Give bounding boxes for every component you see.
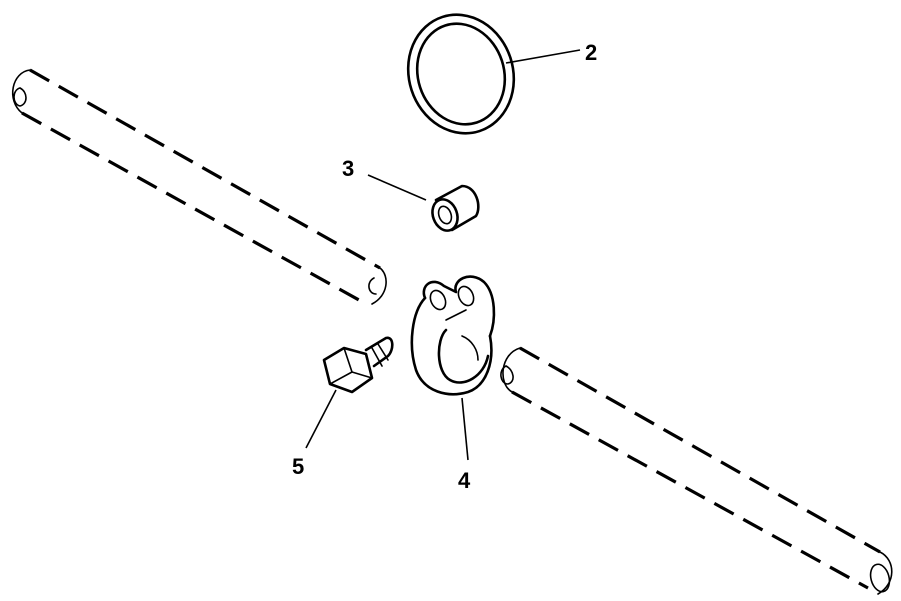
leader-line-5 (305, 389, 337, 449)
clamp-part (410, 275, 496, 396)
leader-line-4 (461, 397, 469, 461)
hex-bolt-part (322, 336, 394, 394)
o-ring-part (406, 13, 516, 135)
leader-line-2 (505, 49, 581, 64)
callout-3: 3 (342, 156, 354, 181)
bushing-part (431, 184, 480, 232)
phantom-tube-lower-right (500, 346, 893, 595)
callout-4: 4 (458, 468, 471, 493)
leader-line-3 (367, 174, 427, 201)
callout-5: 5 (292, 454, 304, 479)
phantom-tube-upper-left (12, 68, 387, 307)
callout-2: 2 (585, 40, 597, 65)
